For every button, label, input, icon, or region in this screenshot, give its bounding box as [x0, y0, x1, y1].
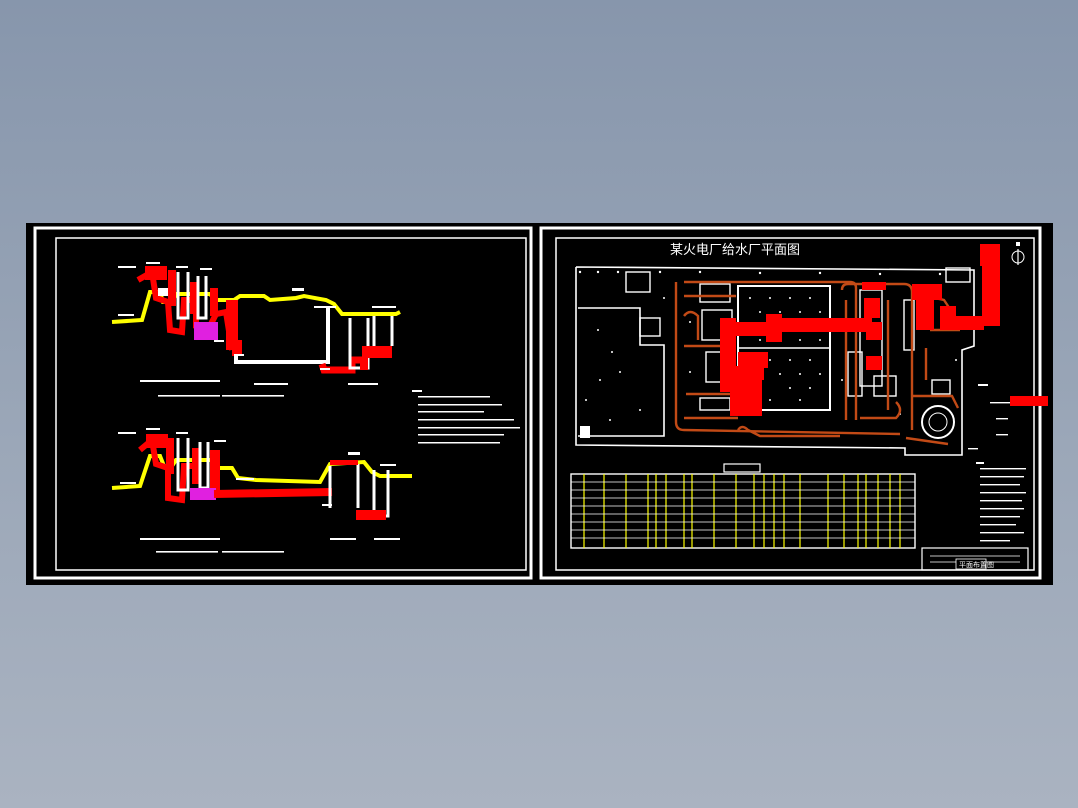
- site-boundary: [575, 266, 975, 456]
- right-sheet-notes: [968, 384, 1026, 542]
- section-caption-lower: [140, 538, 400, 553]
- left-sheet-frame: [33, 226, 533, 580]
- north-arrow: [1011, 242, 1025, 265]
- elevation-profile-upper: [111, 262, 401, 374]
- elevation-profile-lower: [111, 428, 412, 520]
- title-block-label: 平面布置图: [959, 560, 994, 569]
- red-main-pipes: [720, 244, 1048, 416]
- equipment-table: [570, 463, 916, 549]
- right-sheet-frame: [539, 226, 1042, 580]
- plan-dot-grid: [585, 297, 957, 421]
- left-sheet-border: [55, 237, 527, 571]
- orange-pipe-network: [674, 280, 960, 446]
- left-sheet-notes: [412, 390, 520, 444]
- section-caption-upper: [140, 380, 378, 397]
- title-block: 平面布置图: [921, 547, 1029, 571]
- plan-title: 某火电厂给水厂平面图: [670, 243, 800, 258]
